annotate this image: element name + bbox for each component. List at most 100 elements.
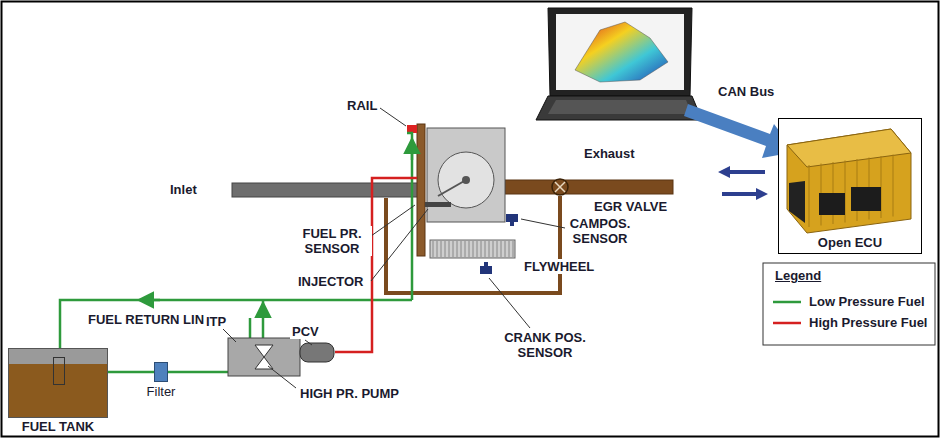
flywheel-teeth-part	[449, 241, 450, 257]
cam-sensor	[506, 214, 518, 226]
part-label: CAMPOS. SENSOR	[567, 216, 633, 246]
laptop-part	[556, 14, 684, 90]
flywheel-teeth-part	[501, 241, 502, 257]
flywheel-teeth-part	[457, 241, 458, 257]
low-pressure-lines-part	[407, 133, 412, 300]
ecu-unit-part	[787, 129, 911, 167]
legend-entry: Low Pressure Fuel	[773, 294, 925, 309]
part-label: EGR VALVE	[592, 199, 669, 214]
flywheel-teeth-part	[433, 241, 434, 257]
tank-dipstick	[53, 357, 65, 385]
legend-title: Legend	[773, 268, 823, 283]
flywheel-teeth-part	[461, 241, 462, 257]
legend-line-sample-part	[773, 321, 801, 324]
leader-lines-part	[222, 328, 236, 342]
flywheel-teeth-part	[481, 241, 482, 257]
ecu-unit-part	[819, 193, 845, 215]
flywheel-teeth-part	[493, 241, 494, 257]
egr-valve-part	[552, 179, 568, 195]
flywheel-teeth-part	[469, 241, 470, 257]
part-label: CAN Bus	[716, 84, 776, 99]
leader-lines-part	[489, 278, 530, 328]
egr-valve-part	[555, 182, 565, 192]
laptop-part	[536, 96, 702, 120]
leader-lines-part	[371, 205, 415, 236]
engine-cylinder-part	[438, 180, 466, 196]
legend-entry: High Pressure Fuel	[773, 315, 927, 330]
ecu-unit-part	[851, 187, 881, 211]
legend-line-sample	[773, 318, 803, 328]
leader-lines-part	[521, 219, 565, 228]
fuel-filter: Filter	[138, 362, 184, 399]
part-label: RAIL	[345, 98, 379, 113]
ecu-unit-part	[893, 155, 894, 217]
node-label: Open ECU	[779, 235, 921, 250]
injector	[425, 202, 451, 207]
flywheel-teeth-part	[445, 241, 446, 257]
low-pressure-lines-part	[249, 318, 252, 338]
engine-cylinder-part	[438, 152, 494, 208]
flywheel-teeth-part	[453, 241, 454, 257]
high-pressure-line	[335, 178, 417, 352]
leader-lines-part	[380, 108, 406, 126]
flywheel-teeth-part	[497, 241, 498, 257]
crank-sensor	[480, 262, 492, 274]
engine-cylinder-part	[427, 128, 505, 222]
low-pressure-lines-part	[262, 300, 265, 338]
ecu-unit	[779, 123, 917, 235]
part-label: ITP	[204, 314, 228, 329]
laptop	[536, 8, 702, 120]
flywheel-teeth-part	[477, 241, 478, 257]
filter-body	[154, 362, 168, 382]
legend-box	[763, 263, 935, 345]
engine-cylinder	[427, 128, 505, 222]
part-label: Inlet	[168, 182, 199, 197]
ecu-signal-arrows-part	[718, 166, 765, 178]
legend-line-sample	[773, 297, 803, 307]
laptop-part	[548, 8, 692, 96]
ecu-unit-part	[787, 129, 911, 233]
node-label: FUEL TANK	[0, 419, 117, 434]
legend-text: Low Pressure Fuel	[809, 294, 925, 309]
high-pressure-pump-part	[228, 338, 300, 376]
part-label: FUEL RETURN LINE	[86, 312, 215, 327]
low-pressure-lines-part	[158, 371, 228, 374]
part-label: FLYWHEEL	[522, 259, 596, 274]
flywheel-teeth-part	[473, 241, 474, 257]
flywheel-teeth-part	[485, 241, 486, 257]
flywheel-teeth-part	[509, 241, 510, 257]
part-label: INJECTOR	[296, 274, 366, 289]
laptop-part	[575, 22, 668, 82]
egr-valve	[552, 179, 568, 195]
part-label: PCV	[290, 324, 321, 339]
fuel-tank: FUEL TANK	[8, 348, 108, 418]
node-label: Filter	[138, 384, 184, 399]
flywheel-teeth-part	[437, 241, 438, 257]
inlet-pipe	[232, 183, 422, 197]
flywheel-teeth-part	[489, 241, 490, 257]
legend-text: High Pressure Fuel	[809, 315, 927, 330]
ecu-signal-arrows-part	[722, 188, 768, 200]
part-label: CRANK POS. SENSOR	[498, 330, 592, 360]
flywheel-teeth	[433, 241, 513, 257]
ecu-box: Open ECU	[778, 118, 922, 254]
flywheel-teeth-part	[465, 241, 466, 257]
flywheel-teeth-part	[513, 241, 514, 257]
part-label: HIGH PR. PUMP	[298, 386, 401, 401]
return-arrow	[140, 299, 160, 302]
part-label: FUEL PR. SENSOR	[292, 226, 372, 256]
flywheel-teeth-part	[505, 241, 506, 257]
legend-line-sample-part	[773, 300, 801, 303]
exhaust-pipe	[505, 180, 673, 194]
fuel-line	[108, 371, 154, 374]
egr-valve-part	[555, 182, 565, 192]
flywheel-teeth-part	[441, 241, 442, 257]
ecu-signal-arrows	[718, 166, 768, 200]
ecu-unit-part	[809, 165, 810, 227]
high-pressure-pump-part	[300, 343, 334, 362]
ecu-unit-part	[789, 181, 805, 223]
fuel-rail	[417, 124, 425, 256]
leader-lines-part	[371, 209, 428, 281]
